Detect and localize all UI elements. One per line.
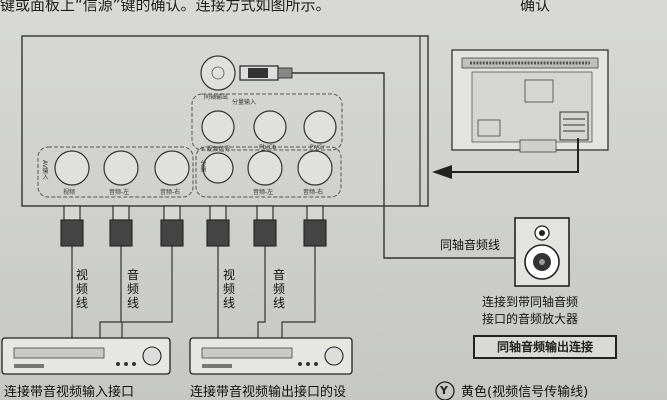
video-cable-label-2: 视频线 — [222, 268, 235, 310]
jack-prcr — [303, 110, 337, 144]
coax-jack — [200, 55, 236, 91]
video-cable-label: 视频线 — [75, 268, 88, 310]
port-label-audio-l-2: 音频-左 — [253, 189, 274, 196]
av-in-side-label: AV输入 — [41, 160, 48, 180]
footer-left-caption: 连接带音视频输入接口 — [4, 385, 135, 400]
speaker-caption-1: 连接到带同轴音频 — [482, 295, 579, 309]
speaker-icon — [514, 217, 570, 287]
audio-cable-label-1: 音频线 — [126, 268, 139, 310]
port-label-y: Y 视频信号 — [201, 146, 231, 153]
coax-cable-label: 同轴音频线 — [440, 238, 501, 252]
plug-1 — [60, 205, 84, 262]
component-side-label: 分量 — [199, 160, 206, 172]
audio-cable-label-2: 音频线 — [272, 268, 285, 310]
jack-pbcb — [253, 110, 287, 144]
footer-middle-caption: 连接带音视频输出接口的设 — [190, 385, 347, 400]
av-in-group-outline — [37, 146, 194, 198]
port-label-audio-r-2: 音频-右 — [303, 189, 324, 196]
jack-audio-l-2 — [247, 150, 283, 186]
arrow-to-panel — [432, 138, 579, 179]
plug-3 — [160, 205, 184, 262]
component-group-outline — [191, 93, 343, 151]
device-1 — [1, 337, 171, 375]
coax-plug — [239, 65, 432, 259]
port-label-audio-l-1: 音频-左 — [109, 189, 130, 196]
coax-output-title-box: 同轴音频输出连接 — [473, 335, 617, 359]
jack-video — [54, 150, 90, 186]
jack-audio-l-1 — [103, 150, 139, 186]
jack-audio-r-2 — [297, 150, 333, 186]
rca-plugs — [60, 205, 327, 262]
plug-6 — [303, 205, 327, 262]
audio-cable-line-4 — [281, 262, 316, 338]
port-label-pbcb: Pb/Cb — [259, 144, 277, 151]
audio-group-outline — [195, 146, 342, 198]
speaker-caption-2: 接口的音频放大器 — [482, 312, 579, 326]
audio-cable-line-2 — [121, 262, 173, 338]
header-right-text: 确认 — [520, 0, 551, 14]
plug-5 — [253, 205, 277, 262]
port-label-video: 视频 — [63, 189, 76, 196]
legend-circle — [435, 381, 455, 400]
coax-jack-label: 同轴输出 — [204, 94, 229, 101]
jack-video-2 — [202, 152, 234, 184]
legend-text: 黄色(视频信号传输线) — [461, 385, 589, 400]
tv-back-thumbnail — [451, 49, 609, 153]
port-label-audio-r-1: 音频-右 — [160, 189, 181, 196]
port-label-prcr: Pr/Cr — [310, 144, 325, 151]
legend-symbol: Y — [440, 384, 448, 397]
plug-4 — [206, 205, 230, 262]
header-text: 键或面板上“信源”键的确认。连接方式如图所示。 — [0, 0, 331, 14]
audio-cable-line-3 — [257, 262, 266, 338]
device-2 — [189, 337, 353, 375]
jack-y — [201, 110, 235, 144]
cables — [71, 262, 316, 338]
component-group-label: 分量输入 — [232, 99, 257, 106]
jack-audio-r-1 — [154, 150, 190, 186]
audio-cable-line-1 — [99, 262, 122, 338]
plug-2 — [109, 205, 133, 262]
